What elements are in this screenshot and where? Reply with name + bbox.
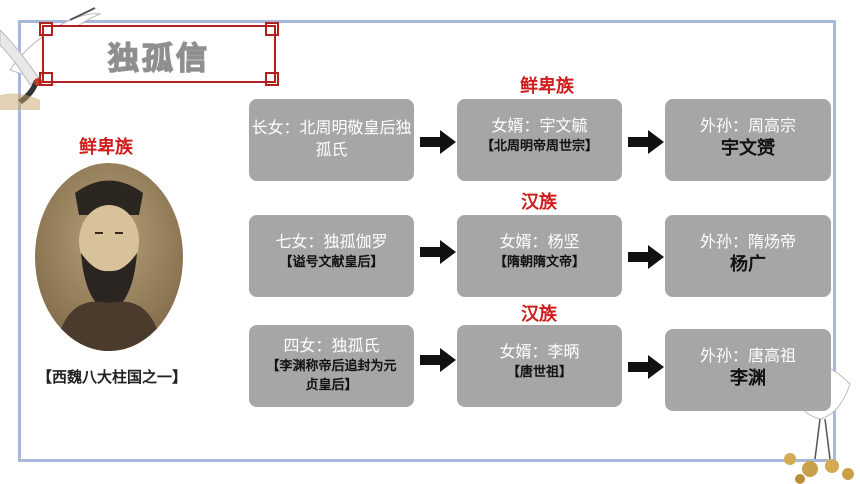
husband-1-sub: 【北周明帝周世宗】 xyxy=(480,139,598,154)
ethnic-label-left: 鲜卑族 xyxy=(79,137,133,158)
husband-box-3: 女婿：李昞 【唐世祖】 xyxy=(457,325,622,407)
daughter-2-sub: 【谥号文献皇后】 xyxy=(279,255,384,270)
portrait-caption: 【西魏八大柱国之一】 xyxy=(36,368,187,386)
ethnic-label-row3: 汉族 xyxy=(521,304,557,325)
arrow-right-icon xyxy=(628,355,664,379)
grandson-1-name: 宇文赟 xyxy=(721,138,775,159)
arrow-right-icon xyxy=(420,130,456,154)
title-frame: 独孤信 xyxy=(39,22,279,86)
grandson-2-name: 杨广 xyxy=(730,254,766,275)
title-corner-ornament xyxy=(39,72,53,86)
husband-box-1: 女婿：宇文毓 【北周明帝周世宗】 xyxy=(457,99,622,181)
grandson-1-text: 外孙：周高宗 xyxy=(699,116,796,135)
daughter-3-sub: 【李渊称帝后追封为元贞皇后】 xyxy=(266,359,397,393)
husband-1-text: 女婿：宇文毓 xyxy=(491,116,588,135)
grandson-box-2: 外孙：隋炀帝 杨广 xyxy=(665,215,831,297)
grandson-box-3: 外孙：唐高祖 李渊 xyxy=(665,329,831,411)
arrow-right-icon xyxy=(628,130,664,154)
daughter-box-2: 七女：独孤伽罗 【谥号文献皇后】 xyxy=(249,215,414,297)
arrow-right-icon xyxy=(628,245,664,269)
daughter-3-text: 四女：独孤氏 xyxy=(283,336,380,355)
ethnic-label-row2: 汉族 xyxy=(521,192,557,213)
crane-decoration-icon xyxy=(0,7,102,110)
daughter-1-text: 长女：北周明敬皇后独孤氏 xyxy=(251,118,412,159)
daughter-2-text: 七女：独孤伽罗 xyxy=(275,232,388,251)
daughter-box-1: 长女：北周明敬皇后独孤氏 xyxy=(249,99,414,181)
husband-box-2: 女婿：杨坚 【隋朝隋文帝】 xyxy=(457,215,622,297)
grandson-2-text: 外孙：隋炀帝 xyxy=(699,232,796,251)
ethnic-label-row1: 鲜卑族 xyxy=(520,76,574,97)
title-corner-ornament xyxy=(265,22,279,36)
arrow-right-icon xyxy=(420,348,456,372)
page-title: 独孤信 xyxy=(107,40,210,77)
husband-2-sub: 【隋朝隋文帝】 xyxy=(493,255,585,270)
grandson-3-name: 李渊 xyxy=(730,368,766,389)
title-corner-ornament xyxy=(265,72,279,86)
grandson-3-text: 外孙：唐高祖 xyxy=(699,346,796,365)
arrow-right-icon xyxy=(420,240,456,264)
husband-3-sub: 【唐世祖】 xyxy=(506,365,572,380)
husband-2-text: 女婿：杨坚 xyxy=(499,232,580,251)
slide-frame xyxy=(18,20,836,462)
title-corner-ornament xyxy=(39,22,53,36)
grandson-box-1: 外孙：周高宗 宇文赟 xyxy=(665,99,831,181)
husband-3-text: 女婿：李昞 xyxy=(499,342,580,361)
portrait-image xyxy=(35,163,183,351)
daughter-box-3: 四女：独孤氏 【李渊称帝后追封为元贞皇后】 xyxy=(249,325,414,407)
